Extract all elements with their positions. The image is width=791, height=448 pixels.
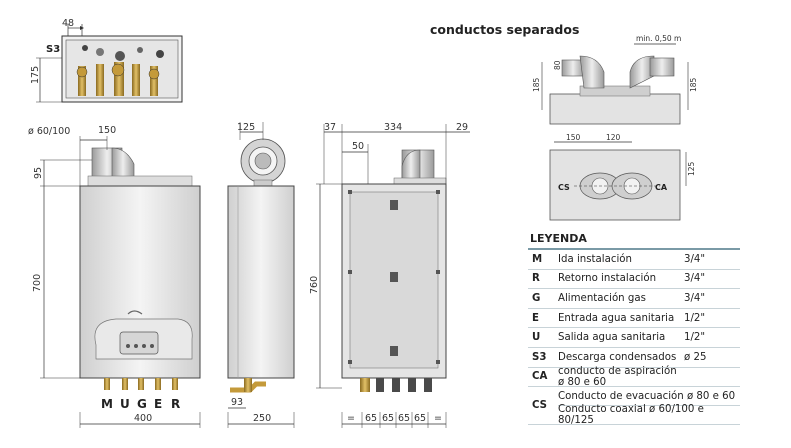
- front-view: M U G E R ø 60/100 150 95 700 400: [28, 125, 201, 428]
- legend-desc: Conducto coaxial ø 60/100 e 80/125: [558, 404, 704, 427]
- dim-150: 150: [98, 125, 116, 136]
- legend-table: LEYENDA M Ida instalación 3/4" R Retorno…: [528, 232, 740, 427]
- dim-700: 700: [32, 274, 43, 292]
- legend-key: M: [532, 253, 543, 265]
- legend-key: S3: [532, 351, 547, 363]
- legend-value: 1/2": [684, 332, 706, 344]
- legend-key: R: [532, 273, 540, 285]
- legend-desc: Conducto de evacuación ø 80 e 60: [558, 387, 740, 407]
- dim-760: 760: [309, 276, 320, 294]
- legend-row: M Ida instalación 3/4": [528, 250, 740, 270]
- legend-row: R Retorno instalación 3/4": [528, 270, 740, 290]
- dim-125: 125: [237, 122, 255, 133]
- dim-eq-right: =: [434, 413, 442, 424]
- label-r: R: [171, 397, 180, 411]
- dim-80: 80: [553, 60, 562, 70]
- legend-key: G: [532, 292, 541, 304]
- legend-value: 3/4": [684, 253, 706, 265]
- dim-185-right: 185: [689, 77, 698, 92]
- dim-150-top: 150: [566, 133, 581, 142]
- legend-row: S3 Descarga condensados ø 25: [528, 348, 740, 368]
- legend-desc: Retorno instalación: [558, 273, 657, 285]
- side-view: 125 93 250: [227, 122, 295, 428]
- section-title: conductos separados: [430, 22, 580, 37]
- dim-50: 50: [352, 141, 364, 152]
- label-e: E: [154, 397, 162, 411]
- legend-key: E: [532, 312, 539, 324]
- legend-value: 3/4": [684, 273, 706, 285]
- legend-row: E Entrada agua sanitaria 1/2": [528, 309, 740, 329]
- separate-ducts-side-view: min. 0,50 m 80 185 185: [532, 34, 698, 125]
- legend-value: 3/4": [684, 292, 706, 304]
- top-connections-view: 48 S3 175: [30, 18, 183, 103]
- dim-65-c: 65: [398, 413, 410, 424]
- dim-eq-left: =: [347, 413, 355, 424]
- legend-desc: Ida instalación: [558, 253, 632, 265]
- dim-175: 175: [30, 66, 41, 84]
- dim-250: 250: [253, 413, 271, 424]
- label-s3: S3: [46, 44, 60, 55]
- label-u: U: [120, 397, 130, 411]
- legend-value: 1/2": [684, 312, 706, 324]
- dim-93: 93: [231, 397, 243, 408]
- dim-400: 400: [134, 413, 152, 424]
- legend-key: CA: [532, 371, 548, 383]
- dim-120-top: 120: [606, 133, 621, 142]
- legend-row: CA conducto de aspiración ø 80 e 60: [528, 365, 740, 388]
- dim-min-050: min. 0,50 m: [636, 34, 681, 43]
- dim-48: 48: [62, 18, 74, 29]
- dim-65-d: 65: [414, 413, 426, 424]
- label-ca: CA: [655, 183, 668, 192]
- dim-37: 37: [324, 122, 336, 133]
- dim-65-a: 65: [365, 413, 377, 424]
- label-cs: CS: [558, 183, 570, 192]
- back-view: 37 334 29 50 760 = 65 65 65 65 =: [309, 122, 470, 428]
- legend-value: ø 25: [684, 351, 707, 363]
- label-m: M: [101, 397, 113, 411]
- legend-desc: Salida agua sanitaria: [558, 332, 666, 344]
- dim-95: 95: [33, 167, 44, 179]
- legend-row-cs: CS Conducto de evacuación ø 80 e 60 Cond…: [528, 387, 740, 427]
- legend-row: G Alimentación gas 3/4": [528, 289, 740, 309]
- dim-29: 29: [456, 122, 468, 133]
- legend-desc: Entrada agua sanitaria: [558, 312, 675, 324]
- legend-key: CS: [532, 400, 548, 412]
- legend-header: LEYENDA: [528, 232, 740, 250]
- dim-65-b: 65: [382, 413, 394, 424]
- dim-125-top: 125: [687, 161, 696, 176]
- legend-desc: conducto de aspiración ø 80 e 60: [558, 365, 677, 388]
- legend-desc: Descarga condensados: [558, 351, 677, 363]
- dim-diam-60-100: ø 60/100: [28, 126, 70, 137]
- legend-key: U: [532, 332, 541, 344]
- dim-185-left: 185: [532, 77, 541, 92]
- dim-334: 334: [384, 122, 402, 133]
- legend-row: U Salida agua sanitaria 1/2": [528, 328, 740, 348]
- separate-ducts-top-view: 150 120 125 CS CA: [549, 133, 696, 221]
- legend-desc: Alimentación gas: [558, 292, 646, 304]
- label-g: G: [137, 397, 147, 411]
